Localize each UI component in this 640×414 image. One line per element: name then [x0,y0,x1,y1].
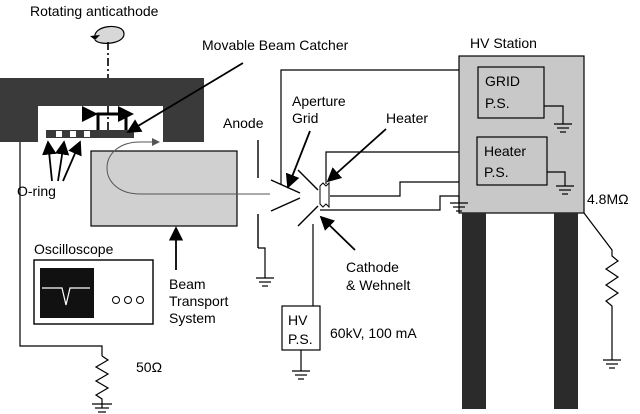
cathode-label-1: Cathode [346,259,399,275]
beam-transport-label-1: Beam [169,276,206,292]
heater-ps-ground-icon [556,185,574,195]
grid-ps-box [477,66,545,119]
grid-wire [280,69,459,184]
grid-lower-electrode [270,197,301,212]
aperture-grid-pointer [285,130,311,189]
oscilloscope-screen [40,268,94,318]
grid-ps-label-1: GRID [485,73,520,89]
heater-filament [319,181,330,209]
rotating-anticathode-label: Rotating anticathode [30,3,159,19]
beam-catcher [46,112,134,138]
beam-transport-chamber [90,150,238,227]
hv-ps-box [281,305,321,351]
heater-wire-upper [325,151,459,184]
catcher-signal-wire [19,142,103,356]
hv-ps-label-2: P.S. [288,331,313,347]
oscilloscope-knob-2 [124,296,132,304]
beam-direction-arrowhead [152,138,160,146]
hv-station-label: HV Station [470,35,537,51]
hv-rating-label: 60kV, 100 mA [330,325,417,341]
grid-upper-electrode [270,179,301,194]
aperture-grid-label-2: Grid [292,110,318,126]
anode-ground-icon [256,277,274,287]
cathode-label-2: & Wehnelt [346,277,410,293]
o-ring-label: O-ring [17,183,56,199]
oscilloscope-knob-3 [136,296,144,304]
hv-ps-ground-icon [292,370,310,380]
beam-transport-label-2: Transport [169,293,229,309]
grid-ps-ground-icon [554,123,572,133]
resistor-scope-label: 50Ω [136,359,162,375]
rotation-arrow-icon [90,25,125,44]
wehnelt-upper-electrode [297,169,319,191]
anode-ground-wire [258,247,266,278]
o-ring-arrow-3 [62,140,82,182]
hv-ps-label-1: HV [288,312,308,328]
cathode-wire [320,195,459,211]
wehnelt-lower-electrode [297,205,319,227]
beam-transport-label-3: System [169,310,216,326]
heater-ps-label-2: P.S. [484,164,509,180]
heater-pointer [326,128,387,183]
oscilloscope-knob-1 [112,296,120,304]
oscilloscope-label: Oscilloscope [34,241,114,257]
oscilloscope-trace [42,287,90,306]
station-ground-icon [450,202,468,212]
scope-resistor [94,355,110,408]
cathode-pointer [319,215,356,251]
o-ring-arrow-1 [42,140,57,182]
grid-ps-ground-wire [544,105,564,124]
scope-resistor-ground-icon [92,403,112,413]
anticathode-housing [0,78,204,142]
resistor-station-label: 4.8MΩ [587,191,629,207]
station-resistor-ground-icon [603,359,621,369]
station-resistor [583,212,620,360]
heater-ps-box [476,136,548,186]
movable-beam-catcher-label: Movable Beam Catcher [202,37,349,53]
heater-ps-label-1: Heater [484,143,526,159]
grid-ps-label-2: P.S. [485,95,510,111]
hv-station-leg-left [462,213,486,409]
anode-label: Anode [223,115,264,131]
beam-catcher-pointer [126,62,244,133]
aperture-grid-label-1: Aperture [292,93,346,109]
hv-station-leg-right [554,213,578,409]
o-ring-arrow-2 [54,140,70,182]
heater-label: Heater [386,110,428,126]
heater-wire-mid [330,181,477,197]
beam-path [106,141,270,195]
heater-ps-ground-wire [547,171,566,186]
